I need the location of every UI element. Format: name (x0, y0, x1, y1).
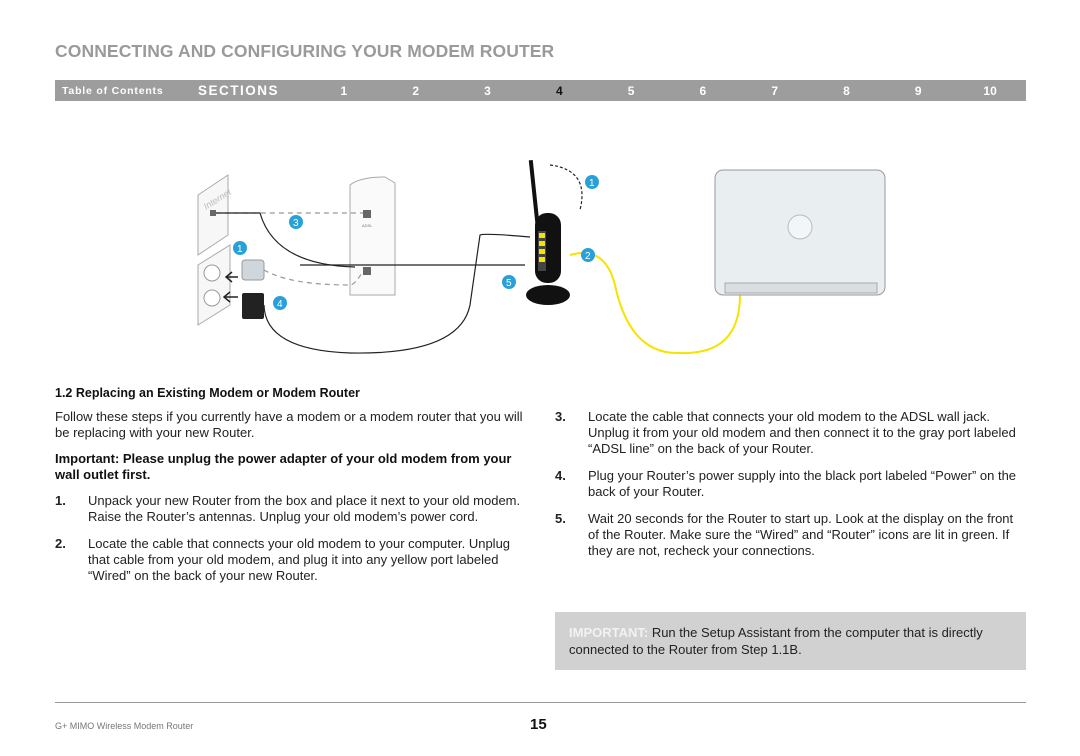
section-link-3[interactable]: 3 (484, 83, 491, 98)
note-text: Run the Setup Assistant from the compute… (569, 625, 983, 657)
important-warning: Important: Please unplug the power adapt… (55, 451, 512, 482)
step-number: 1. (55, 493, 66, 508)
step-number: 5. (555, 511, 566, 526)
left-column: Follow these steps if you currently have… (55, 409, 527, 595)
svg-text:5: 5 (506, 278, 512, 289)
page-number: 15 (530, 716, 547, 733)
modem-adsl-label: ADSL (362, 223, 373, 228)
old-modem: ADSL (349, 176, 396, 296)
important-note-box: IMPORTANT: Run the Setup Assistant from … (555, 612, 1026, 670)
connection-diagram: Internet ADSL 3 (197, 159, 886, 355)
callout-badge: 1 (233, 241, 247, 255)
callout-badge: 3 (289, 215, 303, 229)
laptop-computer (714, 169, 886, 296)
note-label: IMPORTANT: (569, 625, 649, 640)
footer-divider (55, 702, 1026, 703)
step-text: Plug your Router’s power supply into the… (588, 468, 1017, 499)
callout-badge: 1 (585, 175, 599, 189)
new-router (526, 159, 583, 305)
step-number: 4. (555, 468, 566, 483)
section-nav-bar: Table of Contents SECTIONS 1 2 3 4 5 6 7… (55, 80, 1026, 101)
router-power-adapter (242, 293, 264, 319)
list-item: 4. Plug your Router’s power supply into … (555, 468, 1025, 500)
svg-text:1: 1 (589, 178, 595, 189)
wall-jack-plate: Internet (197, 174, 233, 256)
right-column: 3. Locate the cable that connects your o… (555, 409, 1025, 570)
svg-text:1: 1 (237, 244, 243, 255)
svg-text:2: 2 (585, 251, 591, 262)
section-link-8[interactable]: 8 (843, 83, 850, 98)
callout-badge: 4 (273, 296, 287, 310)
section-link-9[interactable]: 9 (914, 83, 922, 98)
old-modem-power-adapter (241, 259, 265, 281)
sections-label: SECTIONS (198, 83, 280, 98)
list-item: 2. Locate the cable that connects your o… (55, 536, 527, 584)
footer-product-name: G+ MIMO Wireless Modem Router (55, 721, 194, 731)
step-text: Locate the cable that connects your old … (88, 536, 511, 583)
step-number: 3. (555, 409, 566, 424)
list-item: 5. Wait 20 seconds for the Router to sta… (555, 511, 1025, 559)
section-heading: 1.2 Replacing an Existing Modem or Modem… (55, 386, 360, 400)
step-number: 2. (55, 536, 66, 551)
step-text: Wait 20 seconds for the Router to start … (588, 511, 1014, 558)
step-text: Unpack your new Router from the box and … (88, 493, 521, 524)
section-link-10[interactable]: 10 (983, 83, 997, 98)
callout-badge: 2 (581, 248, 595, 262)
list-item: 3. Locate the cable that connects your o… (555, 409, 1025, 457)
section-link-5[interactable]: 5 (627, 83, 635, 98)
page-title: CONNECTING AND CONFIGURING YOUR MODEM RO… (55, 41, 555, 61)
power-outlet (197, 244, 231, 326)
section-link-6[interactable]: 6 (699, 83, 707, 98)
section-number-list: 1 2 3 4 5 6 7 8 9 10 (308, 84, 1026, 98)
intro-paragraph: Follow these steps if you currently have… (55, 409, 523, 440)
svg-text:3: 3 (293, 218, 299, 229)
table-of-contents-link[interactable]: Table of Contents (62, 84, 164, 97)
section-link-2[interactable]: 2 (412, 83, 420, 98)
section-link-4-active[interactable]: 4 (555, 83, 563, 98)
section-link-1[interactable]: 1 (340, 83, 348, 98)
step-text: Locate the cable that connects your old … (588, 409, 1016, 456)
svg-text:4: 4 (277, 299, 283, 310)
callout-badge: 5 (502, 275, 516, 289)
list-item: 1. Unpack your new Router from the box a… (55, 493, 527, 525)
section-link-7[interactable]: 7 (771, 83, 779, 98)
